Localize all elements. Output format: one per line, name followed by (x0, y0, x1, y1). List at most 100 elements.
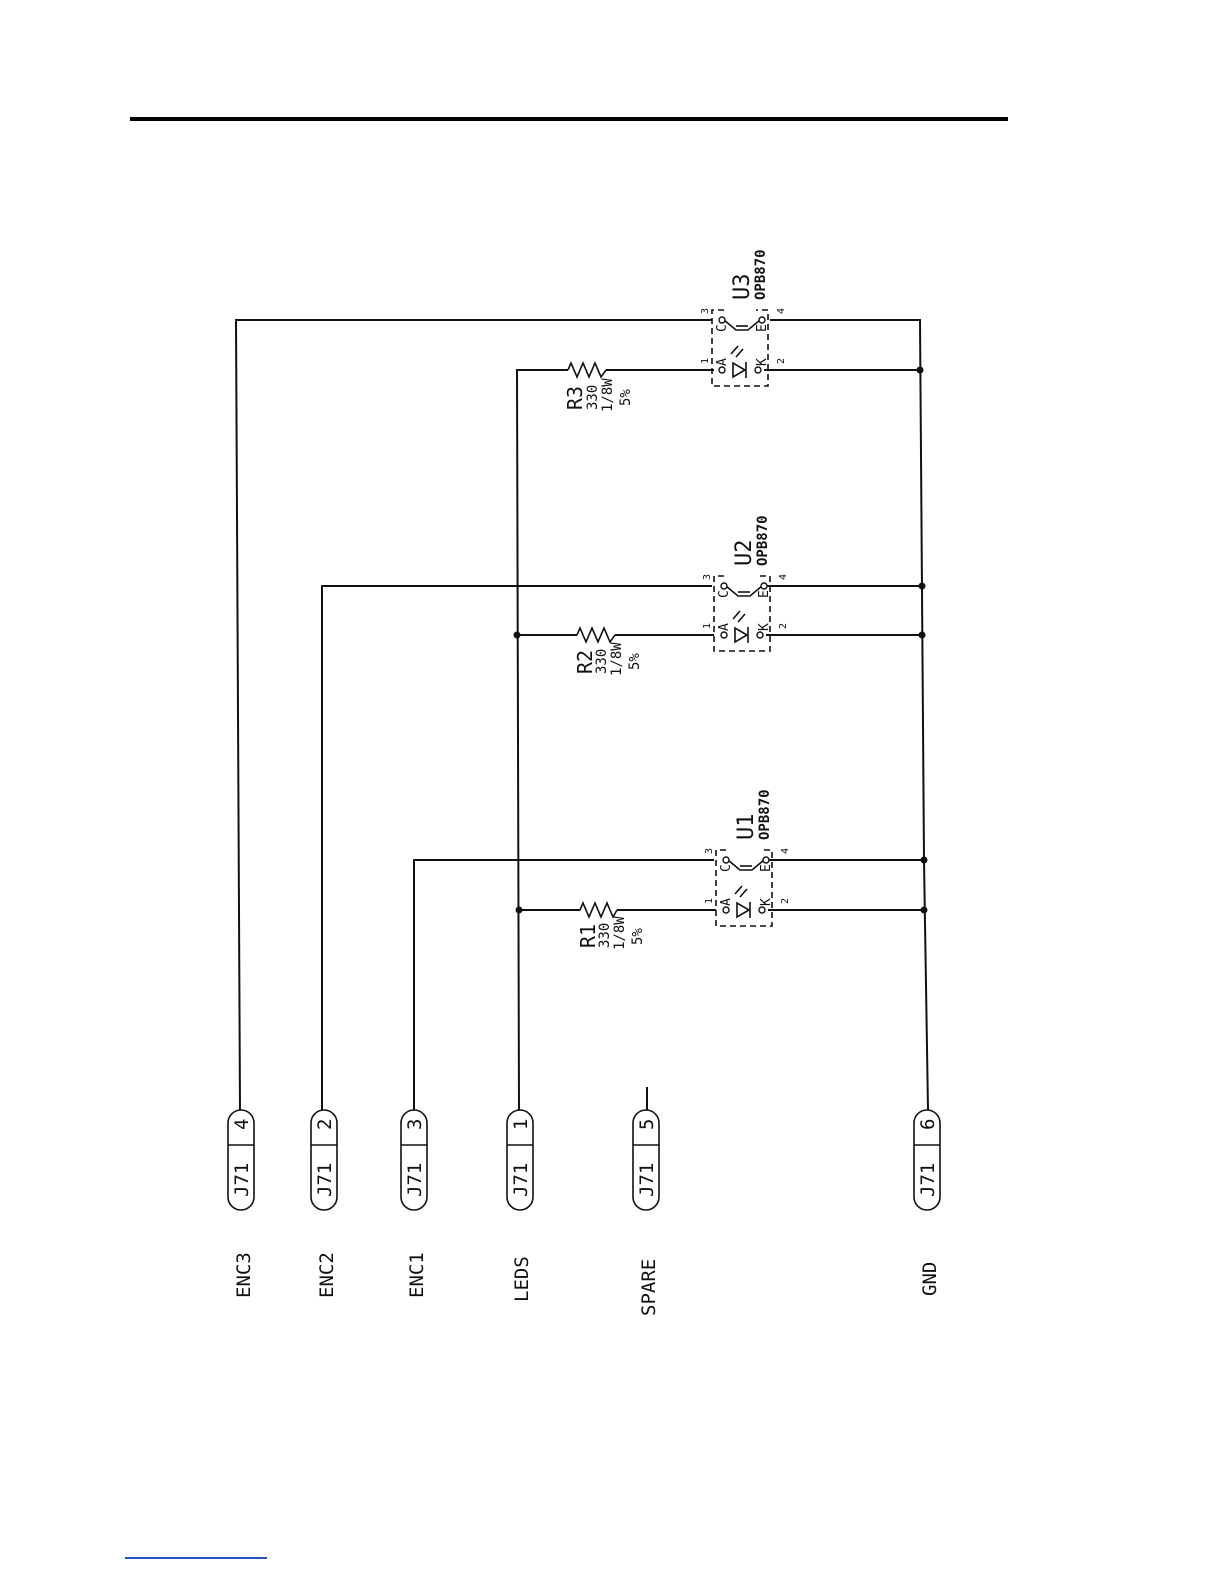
pin-number-3: 3 (700, 308, 711, 314)
connector-pin: 1 (510, 1119, 532, 1130)
signal-label: ENC2 (316, 1252, 338, 1298)
signal-label: ENC3 (233, 1252, 255, 1298)
sensor-ref: U1 (734, 814, 759, 841)
resistor-power: 1/8W (612, 916, 628, 950)
wires (236, 320, 928, 1110)
pin-c (723, 857, 729, 863)
resistor-tol: 5% (627, 653, 643, 670)
pin-c (721, 583, 727, 589)
pin-number-4: 4 (778, 574, 789, 580)
signal-label: LEDS (511, 1256, 533, 1302)
led-rays (740, 889, 747, 897)
led-rays (735, 886, 742, 894)
pin-a (721, 632, 727, 638)
pin-k (757, 632, 763, 638)
resistor-value: 330 (585, 385, 601, 410)
pin-number-1: 1 (700, 358, 711, 364)
connector-ref: J71 (404, 1163, 426, 1197)
sensor-u2: A K C E 1 2 3 4 U2 OPB870 (702, 515, 789, 651)
connector-pin: 2 (314, 1119, 336, 1130)
pin-number-3: 3 (704, 848, 715, 854)
connector-pin: 5 (636, 1119, 658, 1130)
sensor-part: OPB870 (753, 249, 769, 300)
resistor-ref: R3 (563, 386, 587, 410)
pin-a (719, 367, 725, 373)
resistor-tol: 5% (618, 389, 634, 406)
wire-enc1 (414, 860, 714, 1110)
resistor-symbols (568, 363, 617, 917)
junction-dot (919, 583, 926, 590)
pin-number-2: 2 (776, 358, 787, 364)
connector-pin: 3 (404, 1119, 426, 1130)
pin-number-4: 4 (780, 848, 791, 854)
sensor-part: OPB870 (755, 515, 771, 566)
led-rays (733, 611, 740, 619)
sensor-u3: A K C E 1 2 3 4 U3 OPB870 (700, 249, 787, 386)
led-symbol (733, 363, 745, 377)
pin-label-c: C (719, 864, 734, 872)
junction-dot (921, 907, 928, 914)
pin-label-k: K (755, 358, 770, 366)
connector-ref: J71 (636, 1163, 658, 1197)
resistor-labels: R1 330 1/8W 5% R2 330 1/8W 5% R3 330 1/8… (563, 378, 646, 950)
wire-leds (517, 370, 568, 1110)
pin-k (759, 907, 765, 913)
led-symbol (735, 628, 747, 642)
led-rays (731, 346, 738, 354)
resistor-r1-symbol (580, 903, 617, 917)
pin-k (755, 367, 761, 373)
sensor-part: OPB870 (757, 789, 773, 840)
connector-ref: J71 (314, 1163, 336, 1197)
pin-label-k: K (759, 898, 774, 906)
connector-pin: 4 (231, 1119, 253, 1130)
signal-label: SPARE (638, 1259, 660, 1316)
junction-dot (917, 367, 924, 374)
resistor-r2-symbol (577, 628, 615, 642)
pin-number-1: 1 (704, 898, 715, 904)
led-rays (736, 349, 743, 357)
led-rays (738, 614, 745, 622)
junction-dot (919, 632, 926, 639)
wire-gnd (770, 320, 928, 1110)
wire-enc3 (236, 320, 712, 1110)
resistor-r3-symbol (568, 363, 606, 377)
resistor-power: 1/8W (609, 642, 625, 676)
resistor-value: 330 (594, 649, 610, 674)
connector-ref: J71 (510, 1163, 532, 1197)
pin-label-e: E (757, 590, 772, 598)
pin-label-a: A (715, 358, 730, 366)
led-symbol (737, 903, 749, 917)
junction-dot (516, 907, 523, 914)
pin-label-a: A (717, 623, 732, 631)
junction-dot (514, 632, 521, 639)
pin-number-1: 1 (702, 623, 713, 629)
pin-label-c: C (715, 324, 730, 332)
resistor-value: 330 (597, 923, 613, 948)
resistor-tol: 5% (630, 928, 646, 945)
pin-e (763, 857, 769, 863)
sensor-ref: U2 (732, 540, 757, 567)
connector-ref: J71 (917, 1163, 939, 1197)
pin-label-k: K (757, 623, 772, 631)
junctions (514, 367, 928, 914)
signal-label: GND (919, 1262, 941, 1296)
signal-label: ENC1 (406, 1252, 428, 1298)
pin-label-e: E (755, 324, 770, 332)
pin-label-a: A (719, 898, 734, 906)
pin-number-2: 2 (780, 898, 791, 904)
pin-number-4: 4 (776, 308, 787, 314)
connector-pin: 6 (917, 1119, 939, 1130)
pin-a (723, 907, 729, 913)
pin-number-3: 3 (702, 574, 713, 580)
pin-c (719, 317, 725, 323)
pin-e (759, 317, 765, 323)
pin-number-2: 2 (778, 623, 789, 629)
sensor-u1: A K C E 1 2 3 4 U1 OPB870 (704, 789, 791, 926)
pin-label-c: C (717, 590, 732, 598)
connector-ref: J71 (231, 1163, 253, 1197)
sensor-ref: U3 (730, 274, 755, 301)
pin-label-e: E (759, 864, 774, 872)
resistor-power: 1/8W (600, 378, 616, 412)
